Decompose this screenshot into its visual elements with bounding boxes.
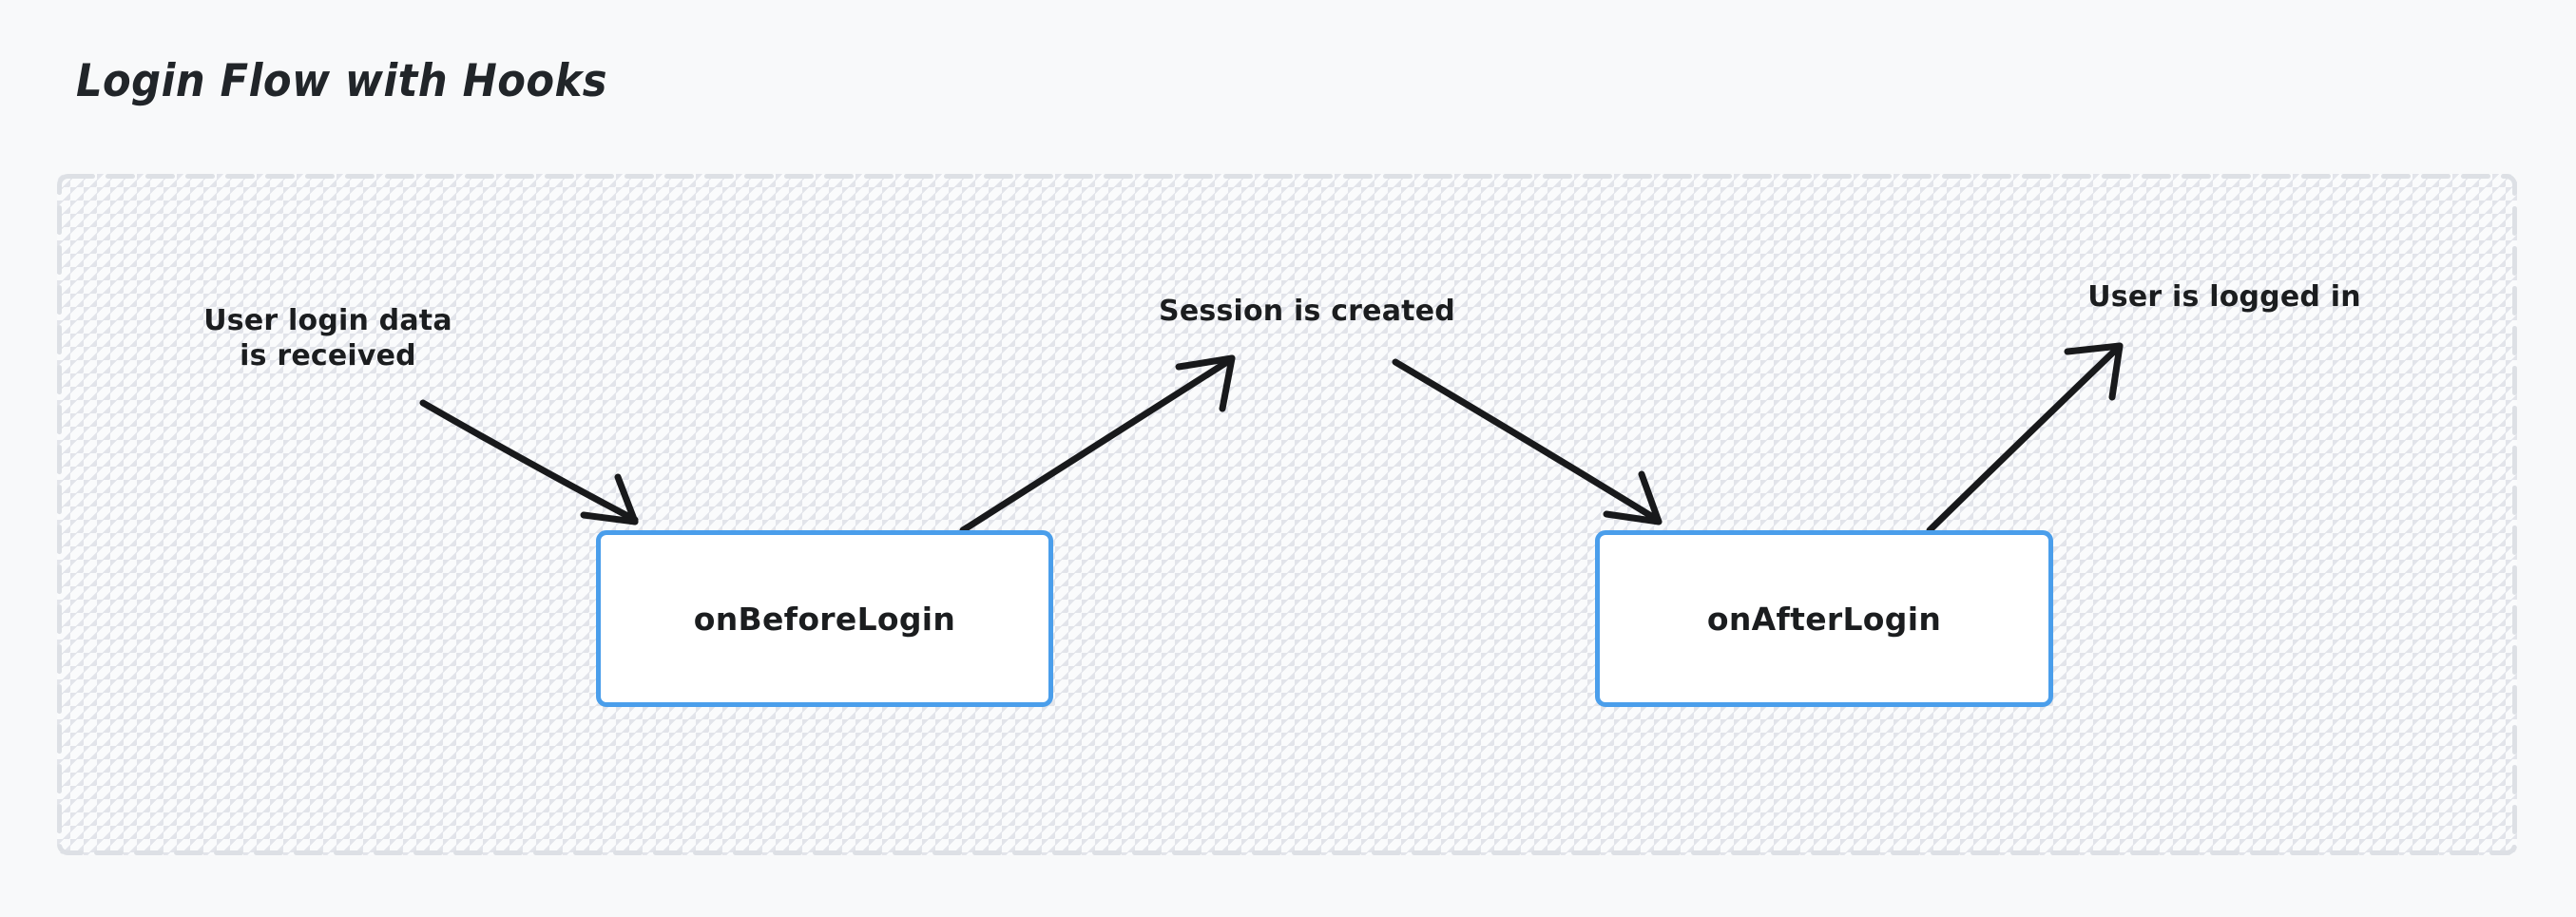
node-on-before-login[interactable]: onBeforeLogin (596, 530, 1053, 707)
node-on-after-login[interactable]: onAfterLogin (1595, 530, 2053, 707)
page-title: Login Flow with Hooks (76, 55, 607, 107)
edge-label-session-is-created: Session is created (1159, 295, 1455, 328)
container-dashed-border (57, 174, 2517, 855)
edge-label-user-is-logged-in: User is logged in (2087, 280, 2361, 314)
edge-label-user-login-data: User login data is received (203, 304, 452, 373)
flow-container (57, 174, 2517, 855)
node-label: onBeforeLogin (693, 600, 956, 638)
node-label: onAfterLogin (1706, 600, 1942, 638)
